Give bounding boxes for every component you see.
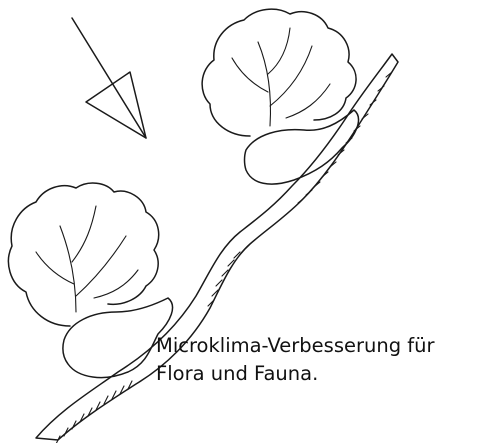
caption-line-2: Flora und Fauna.	[156, 360, 474, 388]
arrow-down-right-icon	[72, 18, 146, 138]
caption-text: Microklima-Verbesserung für Flora und Fa…	[156, 332, 474, 388]
shrub-icon	[8, 183, 172, 377]
caption-line-1: Microklima-Verbesserung für	[156, 332, 474, 360]
shrub-icon	[202, 9, 358, 184]
